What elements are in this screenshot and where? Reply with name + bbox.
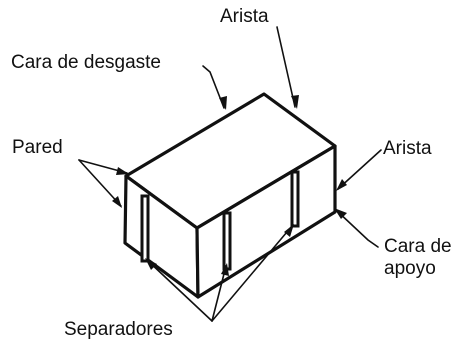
label-arista-top: Arista <box>220 6 269 27</box>
spacer-side-left <box>222 211 232 271</box>
label-arista-right: Arista <box>383 138 432 159</box>
label-cara-de-desgaste: Cara de desgaste <box>11 52 161 73</box>
arrow-arista-right <box>336 179 347 191</box>
arrow-sep-2 <box>221 263 229 276</box>
arrow-pared-bottom <box>112 196 122 208</box>
label-cara-de-apoyo-line2: apoyo <box>384 258 436 279</box>
arrow-arista-top <box>291 95 299 109</box>
arrow-cara-apoyo <box>334 208 347 219</box>
arrow-sep-3 <box>284 224 294 237</box>
spacer-front <box>140 194 150 263</box>
label-cara-de-apoyo-line1: Cara de <box>384 236 452 257</box>
arrow-cara-desgaste <box>219 96 227 110</box>
spacer-side-right <box>290 170 300 228</box>
arrow-sep-1 <box>145 258 157 270</box>
arrow-pared-top <box>116 167 129 175</box>
label-separadores: Separadores <box>64 319 173 340</box>
label-pared: Pared <box>12 137 63 158</box>
arrowheads <box>112 95 347 276</box>
label-cara-de-apoyo: Cara de apoyo <box>384 236 452 280</box>
